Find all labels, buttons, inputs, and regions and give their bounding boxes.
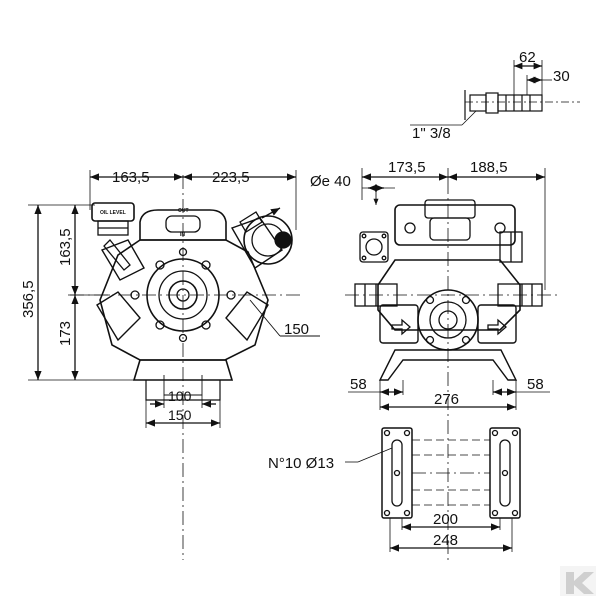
dim-fitting-length: 62 <box>519 49 536 66</box>
dim-base-inner-span: 200 <box>433 511 458 528</box>
side-view <box>345 168 560 560</box>
dim-fitting-thread: 1" 3/8 <box>412 125 451 142</box>
label-in: IN <box>180 232 185 238</box>
dim-side-foot-right: 58 <box>527 376 544 393</box>
front-view <box>28 170 320 560</box>
dim-side-span: 276 <box>434 391 459 408</box>
label-out: OUT <box>178 208 189 214</box>
dim-front-width-right: 223,5 <box>212 169 250 186</box>
dim-front-upper-height: 163,5 <box>57 228 74 266</box>
dim-side-left: 173,5 <box>388 159 426 176</box>
dim-side-right: 188,5 <box>470 159 508 176</box>
dim-base-outer-span: 248 <box>433 532 458 549</box>
dim-front-base-outer: 150 <box>168 407 192 423</box>
dim-fitting-inner: 30 <box>553 68 570 85</box>
dim-front-lower-height: 173 <box>57 321 74 346</box>
dim-side-port: Øe 40 <box>310 173 351 190</box>
dim-front-callout: 150 <box>284 321 309 338</box>
dim-hole-callout: N°10 Ø13 <box>268 455 334 472</box>
fitting-detail <box>410 60 580 126</box>
brand-logo <box>560 566 596 596</box>
dim-front-total-height: 356,5 <box>20 280 37 318</box>
dim-front-base-inner: 100 <box>168 388 192 404</box>
dim-front-width-left: 163,5 <box>112 169 150 186</box>
base-plate <box>345 427 521 552</box>
label-oil-level: OIL LEVEL <box>100 210 126 216</box>
dim-side-foot-left: 58 <box>350 376 367 393</box>
